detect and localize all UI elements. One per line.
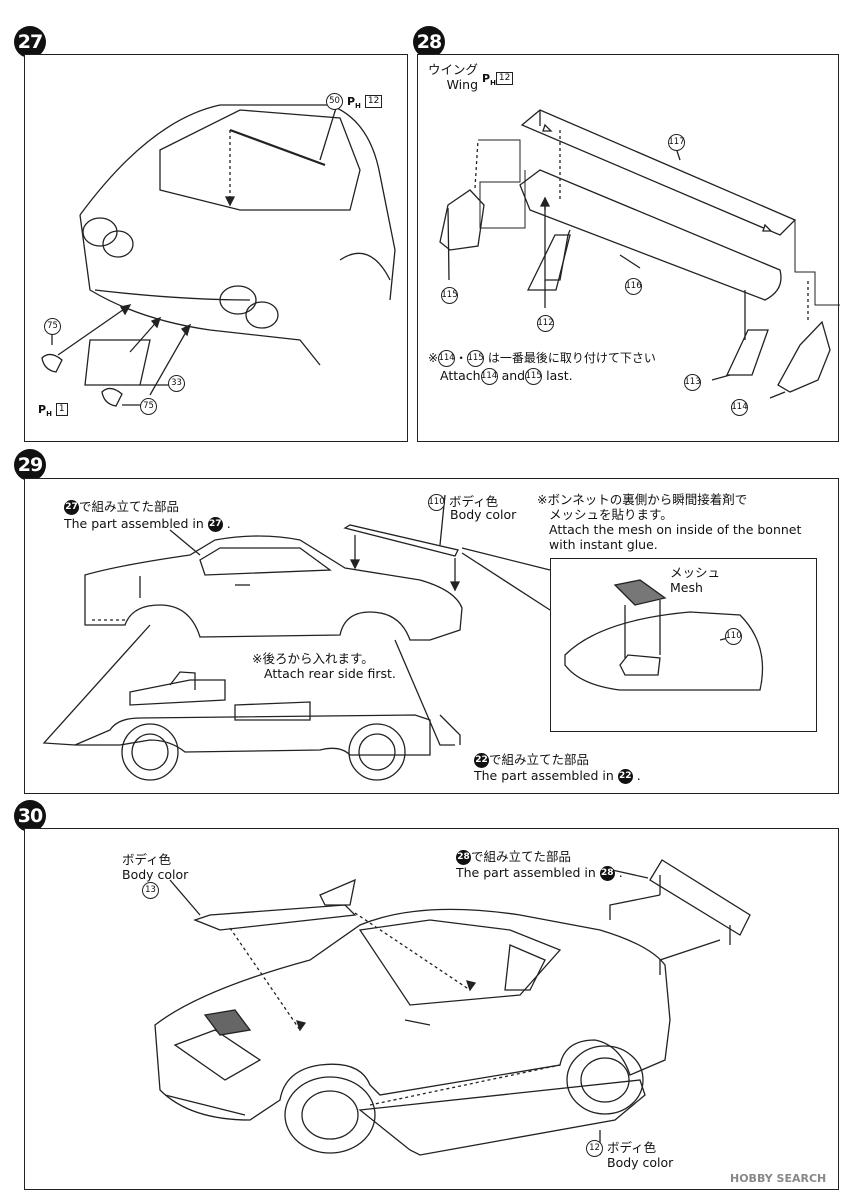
step-28-note-en: Attach114 and115 last.: [440, 368, 573, 385]
part-33-callout: 33: [168, 375, 185, 392]
step-29-badge: 29: [14, 449, 46, 481]
step-29-assembled-27-en: The part assembled in 27 .: [64, 516, 231, 532]
part-110-body-color: Body color: [450, 507, 517, 522]
step-30-badge: 30: [14, 800, 46, 832]
part-110b-callout: 110: [725, 628, 742, 645]
part-112-callout: 112: [537, 315, 554, 332]
step-27-badge: 27: [14, 26, 46, 58]
step-30-assembled-28-en: The part assembled in 28 .: [456, 865, 623, 881]
part-12-callout: 12 ボディ色: [586, 1140, 656, 1157]
step-28-note: ※114・115 は一番最後に取り付けて下さい: [428, 350, 656, 367]
part-115-callout: 115: [441, 287, 458, 304]
step-30-assembled-28: 28で組み立てた部品: [456, 849, 572, 865]
part-117-callout: 117: [668, 134, 685, 151]
part-75-callout-b: 75: [140, 398, 157, 415]
step-29-assembled-22: 22で組み立てた部品: [474, 752, 590, 768]
part-116-callout: 116: [625, 278, 642, 295]
part-114-callout: 114: [731, 399, 748, 416]
ph-1-callout: PH 1: [38, 401, 68, 422]
step-29-assembled-27: 27で組み立てた部品: [64, 499, 180, 515]
part-110-callout: 110 ボディ色: [428, 494, 499, 511]
part-12-body-color: Body color: [607, 1155, 674, 1170]
step-28-badge: 28: [413, 26, 445, 58]
wing-label: ウイング Wing: [428, 62, 479, 92]
part-50-callout: 50 PH 12: [326, 93, 383, 114]
step-29-assembled-22-en: The part assembled in 22 .: [474, 768, 641, 784]
part-113-callout: 113: [684, 374, 701, 391]
part-13-callout: 13: [142, 882, 159, 899]
wing-ph: PH12: [482, 70, 514, 91]
mesh-note: ※ボンネットの裏側から瞬間接着剤で メッシュを貼ります。 Attach the …: [537, 492, 802, 552]
part-75-callout-a: 75: [44, 318, 61, 335]
watermark: HOBBY SEARCH: [730, 1172, 827, 1185]
rear-note: ※後ろから入れます。 Attach rear side first.: [252, 651, 396, 681]
mesh-label: メッシュ Mesh: [670, 565, 721, 595]
step-30-body-color: ボディ色 Body color: [122, 852, 189, 882]
